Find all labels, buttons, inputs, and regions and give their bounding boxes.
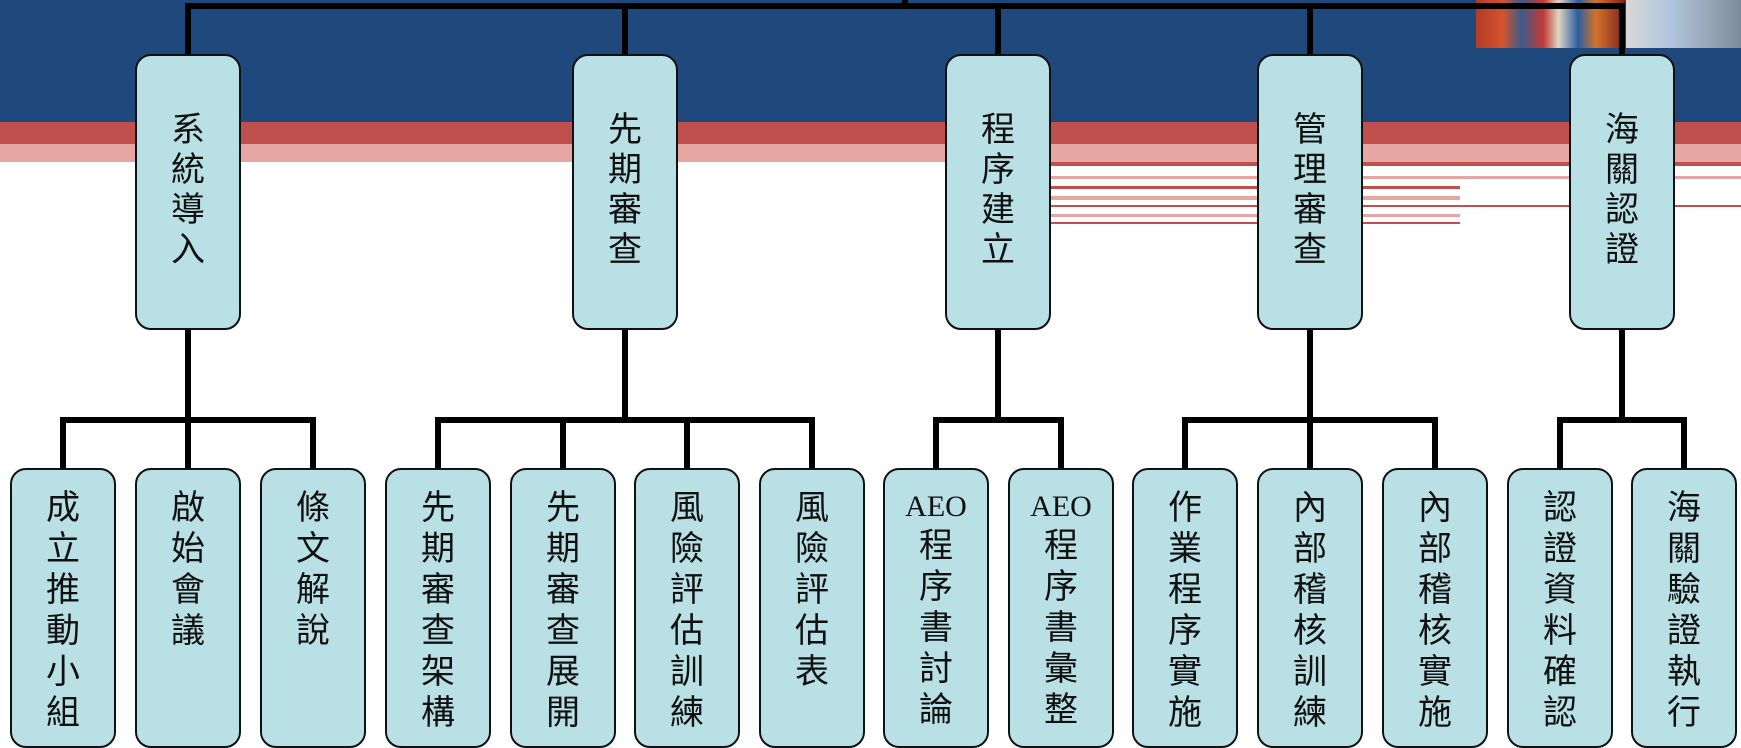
node-label: 風險評估訓練 bbox=[670, 488, 704, 733]
node-label: 程序建立 bbox=[981, 110, 1015, 270]
decor-stripe bbox=[1050, 196, 1460, 200]
task-box: 內部稽核訓練 bbox=[1257, 468, 1363, 748]
node-label: 風險評估表 bbox=[795, 488, 829, 692]
phase-box: 海關認證 bbox=[1569, 54, 1675, 330]
phase-box: 程序建立 bbox=[945, 54, 1051, 330]
node-label: 內部稽核訓練 bbox=[1293, 488, 1327, 733]
task-box: 啟始會議 bbox=[135, 468, 241, 748]
phase-box: 先期審查 bbox=[572, 54, 678, 330]
phase-box: 系統導入 bbox=[135, 54, 241, 330]
container-port-photo bbox=[1626, 0, 1741, 48]
node-label: 條文解說 bbox=[296, 488, 330, 651]
node-label: 管理審查 bbox=[1293, 110, 1327, 270]
header-band-blue bbox=[0, 0, 1741, 122]
decor-stripe bbox=[1050, 176, 1741, 179]
node-label: 先期審查 bbox=[608, 110, 642, 270]
node-label: 先期審查展開 bbox=[546, 488, 580, 733]
node-label: 認證資料確認 bbox=[1543, 488, 1577, 733]
node-label: 海關驗證執行 bbox=[1667, 488, 1701, 733]
task-box: 風險評估訓練 bbox=[634, 468, 740, 748]
task-box: 作業程序實施 bbox=[1132, 468, 1238, 748]
task-box: 先期審查架構 bbox=[385, 468, 491, 748]
task-box: 內部稽核實施 bbox=[1382, 468, 1488, 748]
node-label: 海關認證 bbox=[1605, 110, 1639, 270]
task-box: 海關驗證執行 bbox=[1631, 468, 1737, 748]
decor-stripe bbox=[1050, 205, 1741, 207]
phase-box: 管理審查 bbox=[1257, 54, 1363, 330]
decor-stripe bbox=[1050, 214, 1460, 217]
task-box: 認證資料確認 bbox=[1507, 468, 1613, 748]
task-box: 條文解說 bbox=[260, 468, 366, 748]
task-box: 風險評估表 bbox=[759, 468, 865, 748]
task-box: 先期審查展開 bbox=[510, 468, 616, 748]
decor-stripe bbox=[1050, 162, 1741, 166]
task-box: 成立推動小組 bbox=[10, 468, 116, 748]
node-label: 先期審查架構 bbox=[421, 488, 455, 733]
node-label: 啟始會議 bbox=[171, 488, 205, 651]
decor-stripe bbox=[1050, 186, 1460, 189]
node-label: 系統導入 bbox=[171, 110, 205, 270]
node-label: 作業程序實施 bbox=[1168, 488, 1202, 733]
node-label: 成立推動小組 bbox=[46, 488, 80, 733]
node-label: 內部稽核實施 bbox=[1418, 488, 1452, 733]
decor-stripe bbox=[1050, 222, 1460, 224]
